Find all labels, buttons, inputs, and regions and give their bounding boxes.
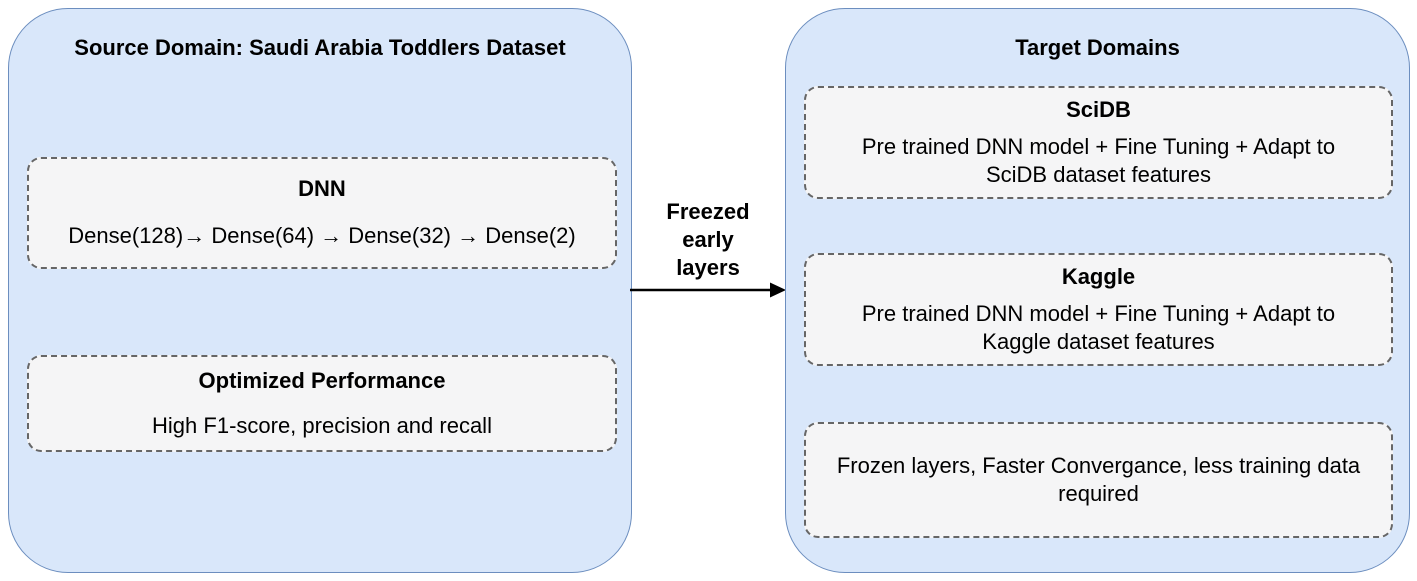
dnn-card-title: DNN — [298, 176, 346, 201]
optimized-performance-title: Optimized Performance — [198, 367, 446, 393]
optimized-performance-body: High F1-score, precision and recall — [152, 412, 492, 438]
scidb-card-body: Pre trained DNN model + Fine Tuning + Ad… — [861, 133, 1336, 187]
dnn-layer-chain: Dense(128)→ Dense(64) → Dense(32) → Dens… — [68, 223, 576, 248]
transfer-arrow-icon — [630, 282, 786, 298]
source-domain-box: Source Domain: Saudi Arabia Toddlers Dat… — [8, 8, 632, 573]
target-domains-box: Target Domains SciDB Pre trained DNN mod… — [785, 8, 1410, 573]
target-domains-title: Target Domains — [1015, 35, 1180, 60]
optimized-performance-card: Optimized Performance High F1-score, pre… — [27, 355, 617, 452]
scidb-card-title: SciDB — [1066, 96, 1131, 122]
source-domain-title: Source Domain: Saudi Arabia Toddlers Dat… — [74, 35, 566, 60]
kaggle-card-title: Kaggle — [1061, 263, 1136, 289]
dnn-card: DNN Dense(128)→ Dense(64) → Dense(32) → … — [27, 157, 617, 269]
benefits-card-body: Frozen layers, Faster Convergance, less … — [836, 453, 1361, 506]
benefits-card: Frozen layers, Faster Convergance, less … — [804, 422, 1393, 538]
kaggle-card-body: Pre trained DNN model + Fine Tuning + Ad… — [861, 300, 1336, 354]
kaggle-card: Kaggle Pre trained DNN model + Fine Tuni… — [804, 253, 1393, 366]
scidb-card: SciDB Pre trained DNN model + Fine Tunin… — [804, 86, 1393, 199]
transfer-arrow-label: Freezed early layers — [666, 199, 750, 280]
